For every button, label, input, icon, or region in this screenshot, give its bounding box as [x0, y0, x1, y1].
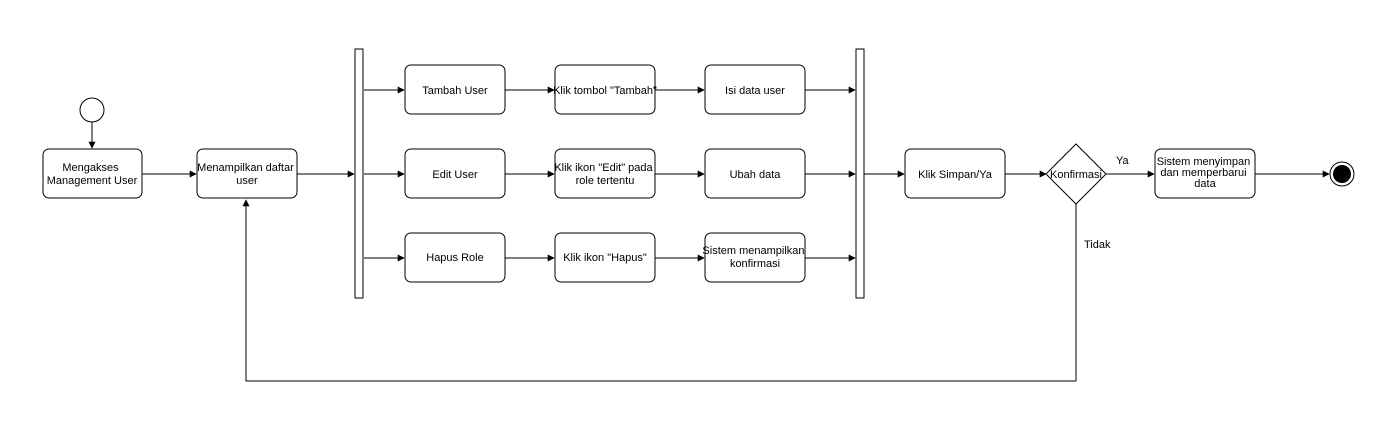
edge-label-ya: Ya	[1116, 155, 1130, 167]
action-ubah-data	[704, 148, 806, 199]
edge-label-tidak: Tidak	[1084, 239, 1111, 251]
action-sistem-konfirmasi	[704, 232, 806, 283]
label-hapus-role: Hapus Role	[426, 252, 483, 264]
action-sistem-simpan	[1154, 148, 1256, 199]
label-klik-edit: Klik ikon "Edit" pada role tertentu	[554, 162, 655, 187]
action-tambah-user	[404, 64, 506, 115]
action-edit-user	[404, 148, 506, 199]
action-klik-tambah	[554, 64, 656, 115]
label-klik-simpan: Klik Simpan/Ya	[918, 169, 993, 181]
label-menampilkan: Menampilkan daftar user	[197, 162, 297, 187]
label-ubah-data: Ubah data	[730, 169, 782, 181]
label-klik-tambah: Klik tombol "Tambah"	[553, 85, 657, 97]
label-tambah-user: Tambah User	[422, 85, 488, 97]
edge-konfirmasi-tidak	[242, 199, 1077, 382]
end-node-inner	[1333, 165, 1351, 183]
action-klik-simpan	[904, 148, 1006, 199]
label-sistem-simpan: Sistem menyimpan dan memperbarui data	[1157, 156, 1254, 190]
label-klik-hapus: Klik ikon "Hapus"	[563, 252, 647, 264]
join-bar	[855, 48, 865, 299]
action-menampilkan	[196, 148, 298, 199]
decision-konfirmasi	[1045, 143, 1107, 205]
start-node	[79, 97, 105, 123]
label-edit-user: Edit User	[432, 169, 478, 181]
label-mengakses: Mengakses Management User	[47, 162, 138, 187]
fork-bar	[354, 48, 364, 299]
action-klik-edit	[554, 148, 656, 199]
action-isi-data	[704, 64, 806, 115]
label-sistem-konfirmasi: Sistem menampilkan konfirmasi	[702, 245, 807, 270]
action-klik-hapus	[554, 232, 656, 283]
label-isi-data: Isi data user	[725, 85, 785, 97]
action-hapus-role	[404, 232, 506, 283]
action-mengakses	[42, 148, 143, 199]
label-konfirmasi: Konfirmasi	[1050, 169, 1102, 181]
